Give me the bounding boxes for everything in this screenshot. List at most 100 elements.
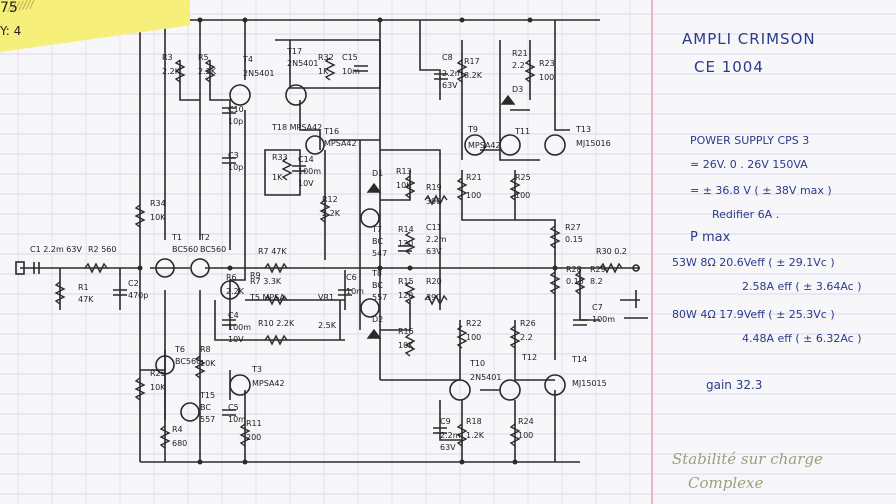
component-label: C8 bbox=[442, 53, 453, 62]
component-label: 2.2 bbox=[520, 333, 533, 342]
component-label: T15 bbox=[199, 391, 215, 400]
component-label: T6 bbox=[174, 345, 185, 354]
component-label: R6 bbox=[226, 273, 237, 282]
pencil-note-1: Stabilité sur charge bbox=[672, 450, 823, 468]
component-label: 2.2K bbox=[198, 67, 217, 76]
component-label: T5 MPSA bbox=[249, 293, 285, 302]
component-label: T12 bbox=[521, 353, 537, 362]
component-label: 10K bbox=[200, 359, 216, 368]
component-label: 8.2K bbox=[464, 71, 483, 80]
component-label: 10K bbox=[150, 383, 166, 392]
component-label: 100 bbox=[466, 191, 481, 200]
rectifier: Redifier 6A . bbox=[712, 208, 780, 221]
component-label: T3 bbox=[251, 365, 262, 374]
component-label: T2 bbox=[199, 233, 210, 242]
component-label: C4 bbox=[228, 311, 239, 320]
component-label: C14 bbox=[298, 155, 314, 164]
component-label: R13 bbox=[396, 167, 412, 176]
component-label: R19 bbox=[426, 183, 442, 192]
component-label: MJ15016 bbox=[576, 139, 611, 148]
component-label: 120 bbox=[398, 291, 413, 300]
component-label: 10V bbox=[228, 335, 244, 344]
component-label: 63V bbox=[440, 443, 456, 452]
component-label: 8.2 bbox=[590, 277, 603, 286]
component-label: 10m bbox=[342, 67, 360, 76]
component-label: 100m bbox=[592, 315, 615, 324]
transistors bbox=[155, 84, 566, 422]
component-label: T14 bbox=[571, 355, 587, 364]
component-label: R15 bbox=[398, 277, 414, 286]
component-label: 10K bbox=[150, 213, 166, 222]
component-label: R30 0.2 bbox=[596, 247, 627, 256]
component-label: R8 bbox=[200, 345, 211, 354]
component-label: D2 bbox=[372, 315, 383, 324]
component-label: 0.15 bbox=[565, 235, 583, 244]
component-label: C7 bbox=[592, 303, 603, 312]
component-label: C1 2.2m 63V bbox=[30, 245, 82, 254]
component-label: 1K bbox=[272, 173, 283, 182]
spec-4ohm-current: 4.48A eff ( ± 6.32Ac ) bbox=[742, 332, 862, 345]
component-label: 2.2m bbox=[440, 431, 461, 440]
component-label: 47K bbox=[78, 295, 94, 304]
component-label: 10V bbox=[298, 179, 314, 188]
component-label: C9 bbox=[440, 417, 451, 426]
resistors bbox=[54, 57, 623, 449]
component-label: 0.15 bbox=[566, 277, 584, 286]
capacitors bbox=[33, 65, 587, 434]
component-label: T11 bbox=[514, 127, 530, 136]
component-label: 10K bbox=[396, 181, 412, 190]
component-label: 2.2m bbox=[426, 235, 447, 244]
spec-4ohm-voltage: 80W 4Ω 17.9Veff ( ± 25.3Vc ) bbox=[672, 308, 835, 321]
component-label: 10p bbox=[228, 117, 243, 126]
component-label: 2N5401 bbox=[243, 69, 274, 78]
component-label: BC560 bbox=[175, 357, 201, 366]
component-label: R26 bbox=[520, 319, 536, 328]
component-label: R25 bbox=[150, 369, 166, 378]
component-label: T9 bbox=[467, 125, 478, 134]
component-label: R11 bbox=[246, 419, 262, 428]
component-label: 1.2K bbox=[466, 431, 485, 440]
component-label: C10 bbox=[228, 105, 244, 114]
component-label: 2.2m bbox=[442, 69, 463, 78]
component-label: 2.2K bbox=[322, 209, 341, 218]
component-label: R5 bbox=[198, 53, 209, 62]
component-label: 10m bbox=[228, 415, 246, 424]
component-label: 100 bbox=[515, 191, 530, 200]
component-label: R28 bbox=[566, 265, 582, 274]
component-label: 63V bbox=[442, 81, 458, 90]
component-label: 63V bbox=[426, 247, 442, 256]
component-label: BC bbox=[372, 237, 383, 246]
component-label: 1K bbox=[318, 67, 329, 76]
component-label: R17 bbox=[464, 57, 480, 66]
component-label: C11 bbox=[426, 223, 442, 232]
power-supply: POWER SUPPLY CPS 3 bbox=[690, 134, 810, 147]
component-label: BC560 bbox=[172, 245, 198, 254]
circuit-wiring bbox=[20, 19, 640, 463]
component-label: 10p bbox=[228, 163, 243, 172]
component-label: 2.5K bbox=[318, 321, 337, 330]
component-label: R21 bbox=[466, 173, 482, 182]
component-label: R29 bbox=[590, 265, 606, 274]
component-label: R22 bbox=[466, 319, 482, 328]
component-label: C2 bbox=[128, 279, 139, 288]
component-label: C5 bbox=[228, 403, 239, 412]
component-label: D3 bbox=[512, 85, 523, 94]
component-label: R16 bbox=[398, 327, 414, 336]
component-label: VR1 bbox=[318, 293, 334, 302]
component-label: MPSA42 bbox=[468, 141, 501, 150]
component-label: R33 bbox=[272, 153, 288, 162]
component-label: 100 bbox=[518, 431, 533, 440]
junction-dots bbox=[137, 17, 558, 465]
component-label: R12 bbox=[322, 195, 338, 204]
component-label: R20 bbox=[426, 277, 442, 286]
component-label: C15 bbox=[342, 53, 358, 62]
component-label: 2.2K bbox=[162, 67, 181, 76]
component-label: MJ15015 bbox=[572, 379, 607, 388]
component-labels: R32.2KR52.2KT42N5401T172N5401R321KC1510m… bbox=[30, 47, 627, 452]
component-label: 10m bbox=[346, 287, 364, 296]
dc-voltage: = ± 36.8 V ( ± 38V max ) bbox=[690, 184, 832, 197]
component-label: 100 bbox=[466, 333, 481, 342]
component-label: 2.2 bbox=[512, 61, 525, 70]
component-label: 470p bbox=[128, 291, 148, 300]
